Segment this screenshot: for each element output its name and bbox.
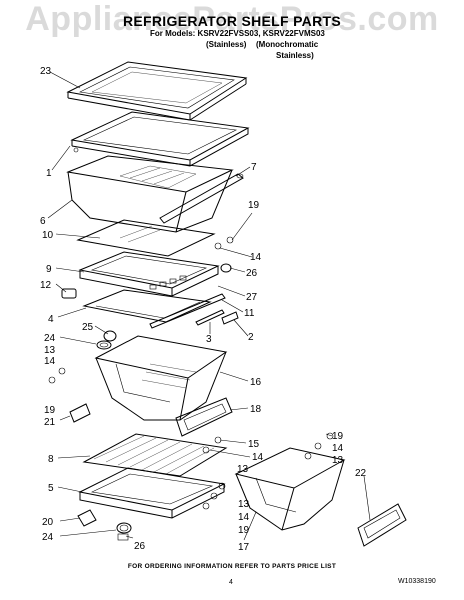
model-variant-stainless: (Stainless) — [206, 40, 247, 49]
part-rail-7 — [159, 173, 244, 224]
callout-10: 10 — [42, 230, 54, 241]
part-lower-frame-5 — [78, 467, 226, 519]
callout-12: 12 — [40, 280, 52, 291]
callout-2: 2 — [248, 332, 254, 343]
part-drawer-front-18 — [175, 397, 233, 437]
callout-1: 1 — [46, 168, 52, 179]
callout-13b: 13 — [237, 464, 249, 475]
callout-23: 23 — [40, 66, 52, 77]
part-crisper-frame-9 — [78, 251, 220, 297]
callout-13c: 13 — [332, 455, 344, 466]
callout-19d: 19 — [238, 525, 250, 536]
page-number: 4 — [229, 579, 233, 586]
models-line: For Models: KSRV22FVSS03, KSRV22FVMS03 — [150, 29, 325, 38]
callout-14a: 14 — [250, 252, 262, 263]
part-drawer-front-22 — [357, 503, 407, 547]
callout-19c: 19 — [332, 431, 344, 442]
callout-19a: 19 — [248, 200, 260, 211]
part-slide-21 — [69, 403, 91, 423]
callout-11: 11 — [244, 308, 255, 319]
part-glass-shelf-8 — [82, 433, 228, 477]
callout-13d: 13 — [238, 499, 250, 510]
ordering-info-footer: FOR ORDERING INFORMATION REFER TO PARTS … — [127, 563, 337, 570]
part-rail-11 — [149, 293, 226, 329]
callout-22: 22 — [355, 468, 367, 479]
callout-6: 6 — [40, 216, 46, 227]
leader-lines — [47, 71, 371, 541]
part-end-cap-12 — [61, 288, 77, 299]
callout-26a: 26 — [246, 268, 258, 279]
part-slide-3 — [195, 309, 225, 326]
callout-16: 16 — [250, 377, 262, 388]
part-fasteners-bottom — [116, 522, 132, 541]
callout-13a: 13 — [44, 345, 56, 356]
callout-24b: 24 — [42, 532, 54, 543]
callout-26b: 26 — [134, 541, 146, 552]
part-crisper-drawer-16 — [94, 335, 228, 421]
document-number: W10338190 — [398, 578, 436, 585]
page-title: REFRIGERATOR SHELF PARTS — [123, 13, 341, 29]
part-fasteners-right — [202, 432, 334, 510]
model-variant-monochromatic: (Monochromatic — [256, 40, 319, 49]
callout-25: 25 — [82, 322, 94, 333]
part-drawer-17 — [234, 447, 346, 531]
part-fasteners-left — [48, 236, 234, 384]
part-crisper-cover-6 — [66, 155, 234, 233]
callout-21: 21 — [44, 417, 56, 428]
callout-7: 7 — [251, 162, 257, 173]
part-clip-2 — [221, 311, 239, 325]
callout-3: 3 — [206, 334, 212, 345]
callout-14d: 14 — [332, 443, 344, 454]
part-lower-frame-4 — [82, 289, 212, 323]
callout-20: 20 — [42, 517, 54, 528]
callout-27: 27 — [246, 292, 258, 303]
callout-4: 4 — [48, 314, 54, 325]
model-variant-monochromatic-cont: Stainless) — [276, 51, 314, 60]
callout-24a: 24 — [44, 333, 56, 344]
callout-labels: 23 1 7 6 19 10 14 9 26 12 27 4 11 25 3 2… — [40, 66, 367, 553]
callout-15: 15 — [248, 439, 260, 450]
callout-5: 5 — [48, 483, 54, 494]
part-shelf-frame-top — [66, 61, 248, 121]
part-glass-panel-10 — [76, 219, 216, 257]
callout-14c: 14 — [252, 452, 264, 463]
callout-14e: 14 — [238, 512, 250, 523]
callout-17: 17 — [238, 542, 250, 553]
callout-19b: 19 — [44, 405, 56, 416]
part-glass-shelf-1 — [70, 111, 250, 167]
callout-14b: 14 — [44, 356, 56, 367]
callout-18: 18 — [250, 404, 262, 415]
callout-8: 8 — [48, 454, 54, 465]
watermark: AppliancePartsPros.com — [25, 0, 439, 38]
part-end-cap-20 — [77, 509, 97, 527]
callout-9: 9 — [46, 264, 52, 275]
